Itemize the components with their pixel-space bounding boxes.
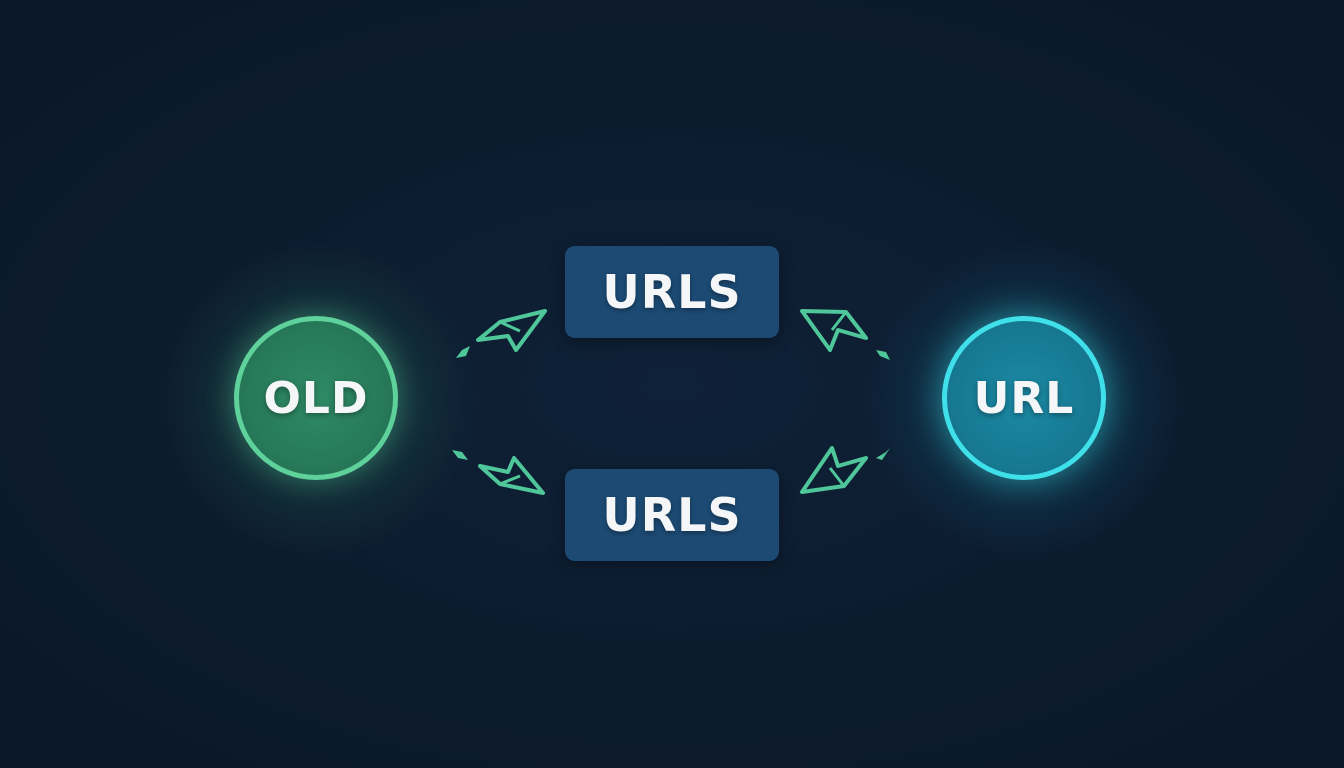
urls-box-bottom: URLS xyxy=(565,469,779,561)
arrow-bottom-left xyxy=(452,450,545,495)
old-node: OLD xyxy=(234,316,398,480)
url-node: URL xyxy=(942,316,1106,480)
arrow-top-left xyxy=(456,309,547,358)
url-node-label: URL xyxy=(973,372,1075,424)
arrow-top-right xyxy=(800,309,890,360)
old-node-label: OLD xyxy=(263,372,369,424)
urls-box-bottom-label: URLS xyxy=(602,488,742,542)
arrow-bottom-right xyxy=(800,446,890,494)
urls-box-top: URLS xyxy=(565,246,779,338)
urls-box-top-label: URLS xyxy=(602,265,742,319)
